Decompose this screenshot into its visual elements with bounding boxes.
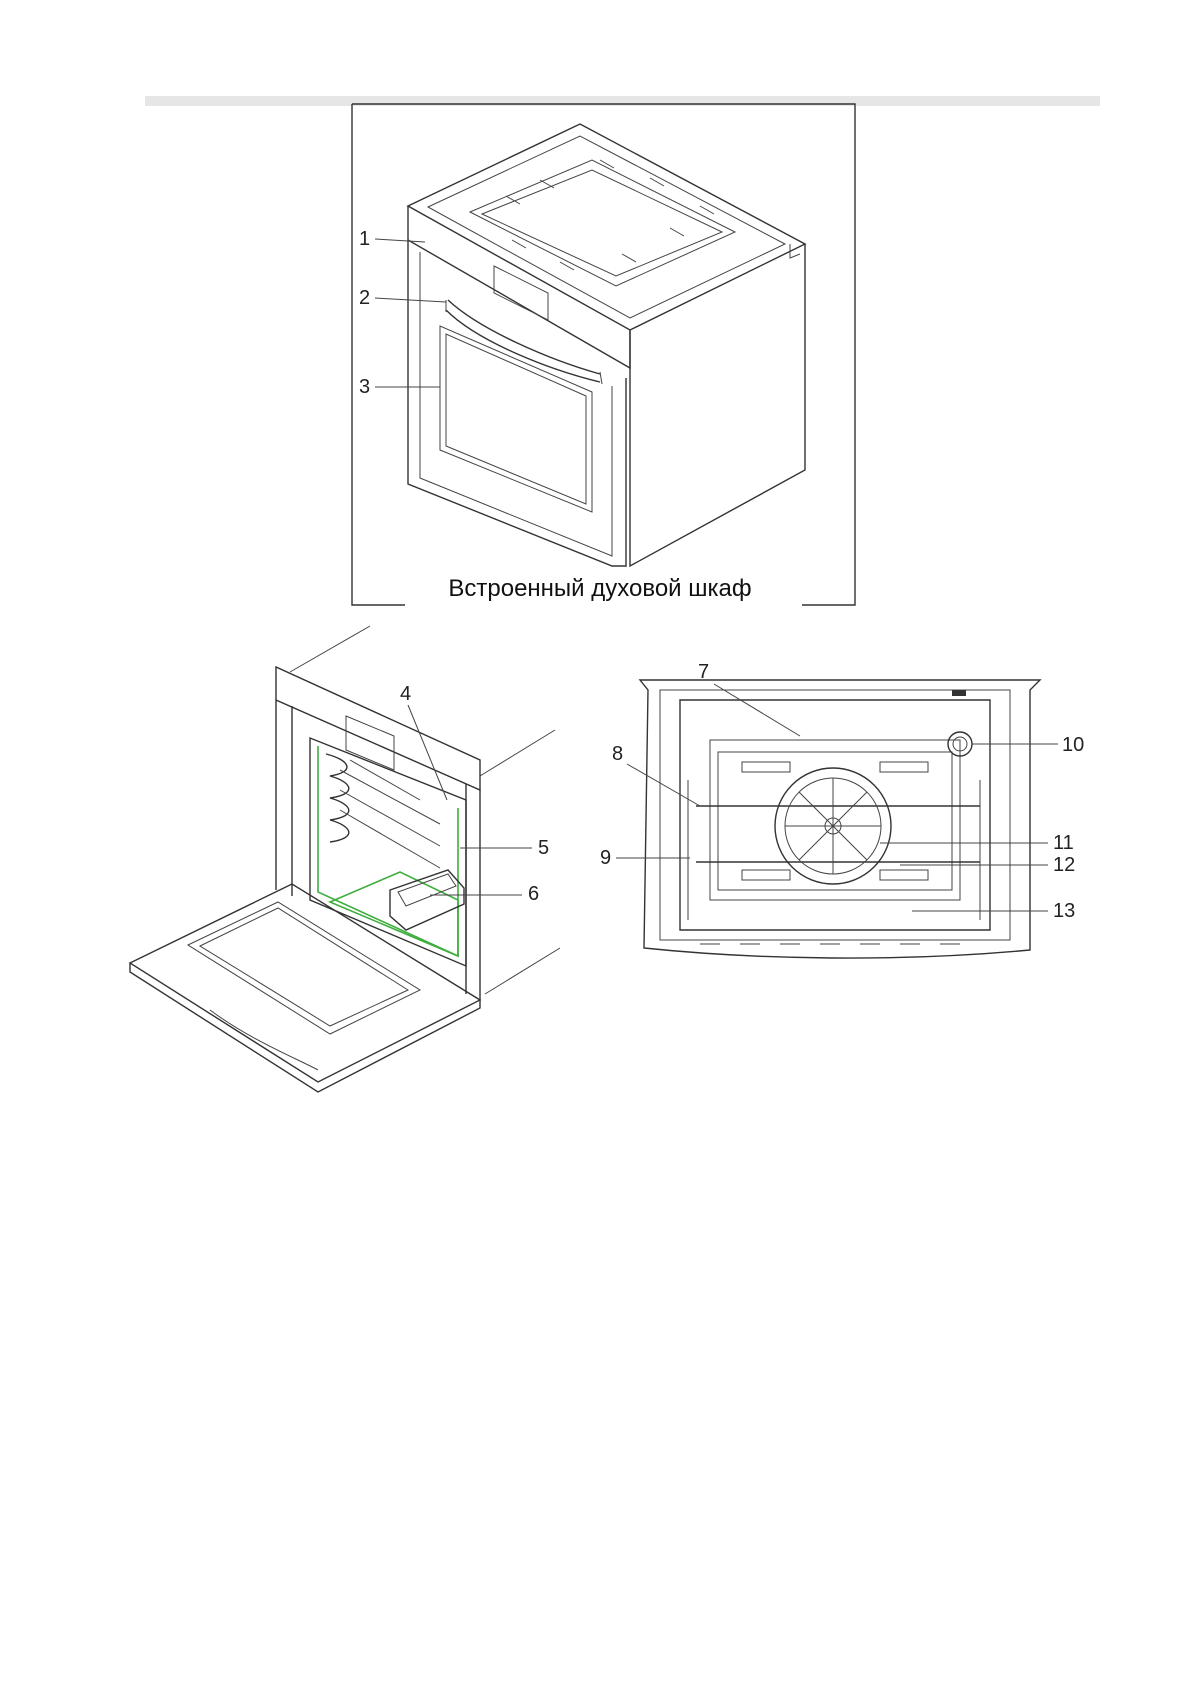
oven-cavity-view <box>640 680 1040 958</box>
callout-13: 13 <box>1053 900 1075 922</box>
oven-open-view <box>130 626 560 1092</box>
oven-front-view <box>352 104 855 605</box>
callout-11: 11 <box>1053 832 1074 854</box>
callout-2: 2 <box>359 287 370 309</box>
callout-12: 12 <box>1053 854 1075 876</box>
diagram-caption: Встроенный духовой шкаф <box>448 575 751 602</box>
callout-7: 7 <box>698 661 709 683</box>
callout-8: 8 <box>612 743 623 765</box>
callout-6: 6 <box>528 883 539 905</box>
callout-10: 10 <box>1062 734 1084 756</box>
callouts-open: 4 5 6 <box>400 683 549 905</box>
callout-4: 4 <box>400 683 411 705</box>
callout-5: 5 <box>538 837 549 859</box>
callout-9: 9 <box>600 847 611 869</box>
callouts-front: 1 2 3 <box>359 228 446 398</box>
callout-3: 3 <box>359 376 370 398</box>
callout-1: 1 <box>359 228 370 250</box>
